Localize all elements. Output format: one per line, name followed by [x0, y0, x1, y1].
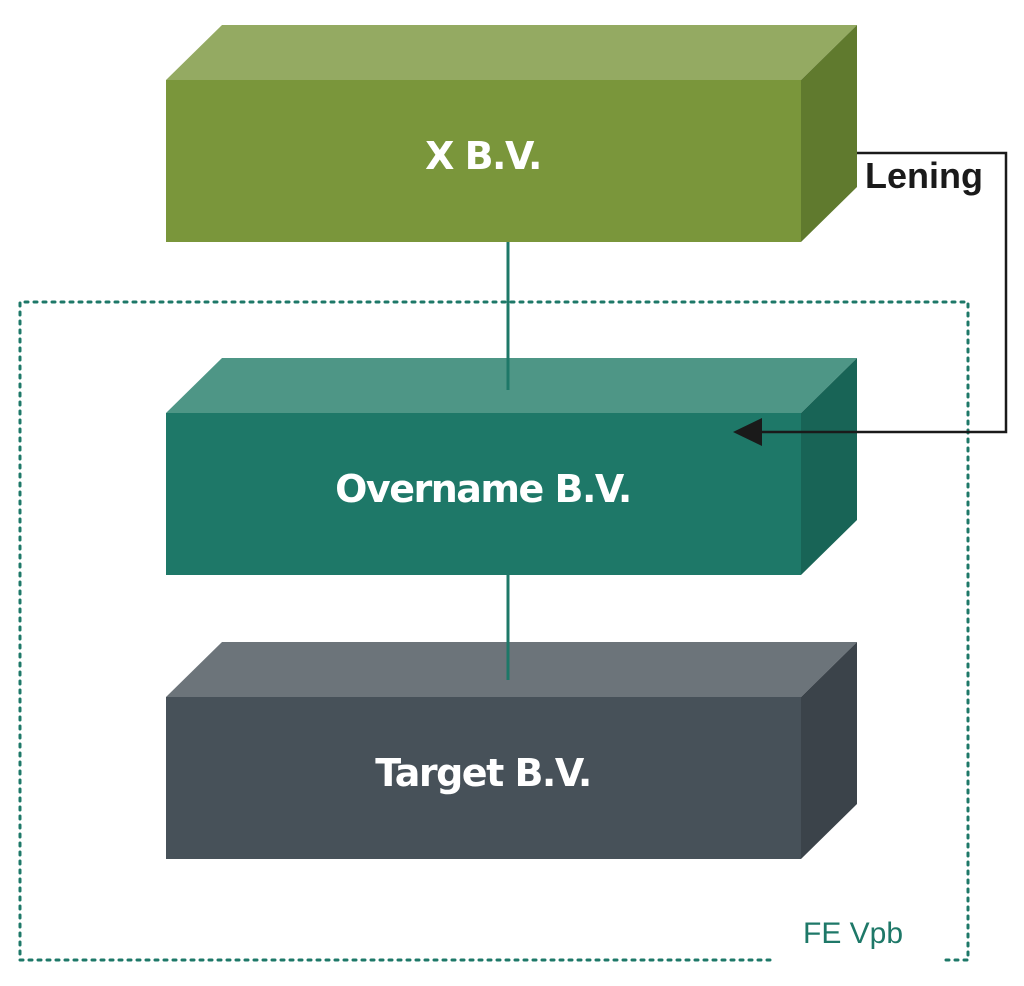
entity-target-bv-side	[801, 642, 857, 859]
entity-x-bv: X B.V.	[166, 25, 857, 242]
entity-x-bv-front	[166, 80, 801, 242]
loan-arrowhead-icon	[733, 418, 762, 446]
entity-overname-bv-front	[166, 413, 801, 575]
entity-x-bv-label: X B.V.	[425, 134, 541, 178]
entity-target-bv: Target B.V.	[166, 642, 857, 859]
entity-overname-bv: Overname B.V.	[166, 358, 857, 575]
loan-arrow-line	[762, 151, 1008, 434]
entity-overname-bv-top	[166, 358, 857, 413]
fiscal-unity-boundary	[18, 300, 970, 962]
fiscal-unity-group: FE Vpb	[18, 300, 970, 962]
entity-x-bv-side	[801, 25, 857, 242]
entity-overname-bv-side	[801, 358, 857, 575]
entity-overname-bv-label: Overname B.V.	[335, 467, 631, 511]
loan-arrow: Lening	[733, 151, 1008, 446]
entity-target-bv-top	[166, 642, 857, 697]
entity-x-bv-top	[166, 25, 857, 80]
fiscal-unity-label: FE Vpb	[803, 917, 903, 950]
entity-target-bv-front	[166, 697, 801, 859]
entity-target-bv-label: Target B.V.	[375, 751, 591, 795]
loan-label: Lening	[865, 155, 983, 196]
